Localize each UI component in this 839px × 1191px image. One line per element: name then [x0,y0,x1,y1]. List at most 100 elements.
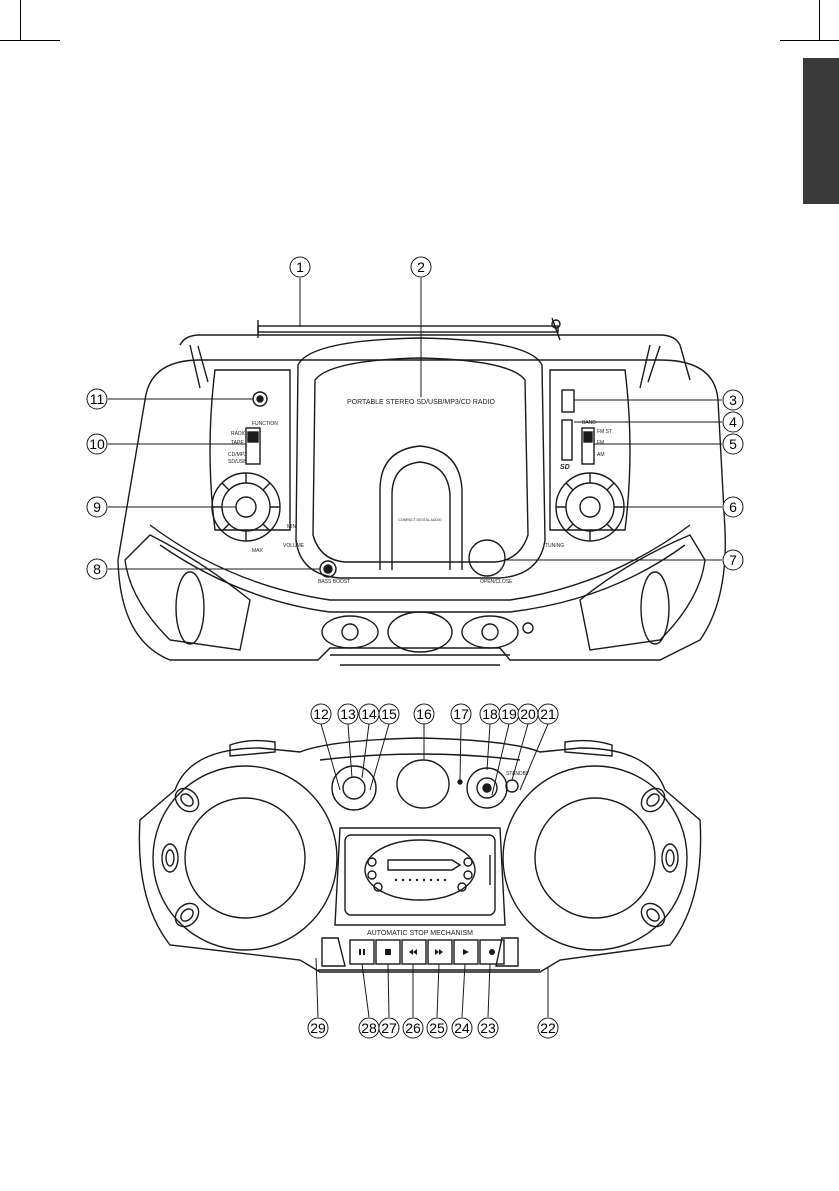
svg-text:4: 4 [729,414,737,430]
callout-22: 22 [538,1018,558,1038]
callout-20: 20 [518,704,538,724]
callout-21: 21 [538,704,558,724]
front-controls [322,612,533,652]
callout-15: 15 [379,704,399,724]
callout-13: 13 [338,704,358,724]
callout-2: 2 [411,257,431,277]
svg-text:21: 21 [540,706,556,722]
callout-8: 8 [87,559,107,579]
sd-logo: SD [560,464,570,471]
cassette-deck [335,828,505,925]
band-label: BAND [582,420,596,426]
cassette-keys [350,940,504,964]
svg-text:26: 26 [405,1020,421,1036]
handle [180,335,690,380]
svg-text:19: 19 [501,706,517,722]
callout-4: 4 [723,412,743,432]
svg-text:12: 12 [313,706,329,722]
tuning-knob[interactable] [556,473,624,541]
min-label: MIN [287,524,297,530]
left-control-ring[interactable] [332,766,376,810]
svg-text:18: 18 [482,706,498,722]
svg-text:25: 25 [429,1020,445,1036]
callout-28: 28 [359,1018,379,1038]
tuning-label: TUNING [545,543,564,549]
cd-logo-label: COMPACT DIGITAL AUDIO [398,518,442,522]
callout-24: 24 [452,1018,472,1038]
callout-17: 17 [451,704,471,724]
svg-text:13: 13 [340,706,356,722]
callout-18: 18 [480,704,500,724]
svg-text:14: 14 [361,706,377,722]
fm-st-label: FM ST [597,429,612,435]
tape-label: TAPE [231,440,244,446]
svg-text:3: 3 [729,392,737,408]
callout-5: 5 [723,434,743,454]
svg-text:11: 11 [90,391,105,407]
radio-label: RADIO [231,431,247,437]
callout-19: 19 [499,704,519,724]
svg-text:1: 1 [296,259,304,275]
svg-text:7: 7 [729,552,737,568]
svg-text:5: 5 [729,436,737,452]
top-view-labels: PORTABLE STEREO SD/USB/MP3/CD RADIO FUNC… [228,399,612,585]
display-window [397,760,449,808]
callout-9: 9 [87,497,107,517]
right-speaker [503,766,687,950]
key-pause[interactable] [350,940,374,964]
callout-14: 14 [359,704,379,724]
callout-25: 25 [427,1018,447,1038]
callout-11: 11 [87,389,107,409]
product-name-label: PORTABLE STEREO SD/USB/MP3/CD RADIO [347,399,495,406]
callout-10: 10 [87,434,107,454]
callout-23: 23 [478,1018,498,1038]
callout-27: 27 [379,1018,399,1038]
open-close-label: OPEN/CLOSE [480,579,513,585]
left-speaker-housing [125,535,250,650]
antenna [258,318,560,340]
usb-port[interactable] [562,390,574,412]
svg-text:2: 2 [417,259,425,275]
svg-text:29: 29 [310,1020,326,1036]
standby-led [506,780,518,792]
left-speaker [153,766,337,950]
svg-text:16: 16 [416,706,432,722]
open-close-button[interactable] [469,540,505,576]
function-label: FUNCTION [252,421,278,427]
svg-text:24: 24 [454,1020,470,1036]
bass-boost-label: BASS BOOST [318,579,350,585]
right-speaker-port [641,572,669,644]
fm-label: FM [597,440,604,446]
am-label: AM [597,452,605,458]
tape-counter [395,879,446,881]
top-view [118,318,725,665]
sd-usb-label: SD/USB [228,459,247,465]
volume-label: VOLUME [283,543,305,549]
svg-text:9: 9 [93,499,101,515]
callout-7: 7 [723,550,743,570]
key-glyphs [359,949,495,955]
svg-text:8: 8 [93,561,101,577]
svg-text:20: 20 [520,706,536,722]
svg-text:27: 27 [381,1020,397,1036]
max-label: MAX [252,548,264,554]
callout-6: 6 [723,497,743,517]
sd-slot[interactable] [562,420,572,460]
svg-text:22: 22 [540,1020,556,1036]
callout-1: 1 [290,257,310,277]
svg-text:15: 15 [381,706,397,722]
top-callouts: 1 2 3 4 5 6 7 8 9 10 11 [87,257,743,579]
callout-16: 16 [414,704,434,724]
svg-text:28: 28 [361,1020,377,1036]
mechanism-label: AUTOMATIC STOP MECHANISM [367,930,473,937]
svg-text:10: 10 [89,436,105,452]
callout-3: 3 [723,390,743,410]
svg-text:23: 23 [480,1020,496,1036]
svg-text:6: 6 [729,499,737,515]
callout-29: 29 [308,1018,328,1038]
svg-text:17: 17 [453,706,469,722]
callout-26: 26 [403,1018,423,1038]
callout-12: 12 [311,704,331,724]
left-speaker-port [176,572,204,644]
